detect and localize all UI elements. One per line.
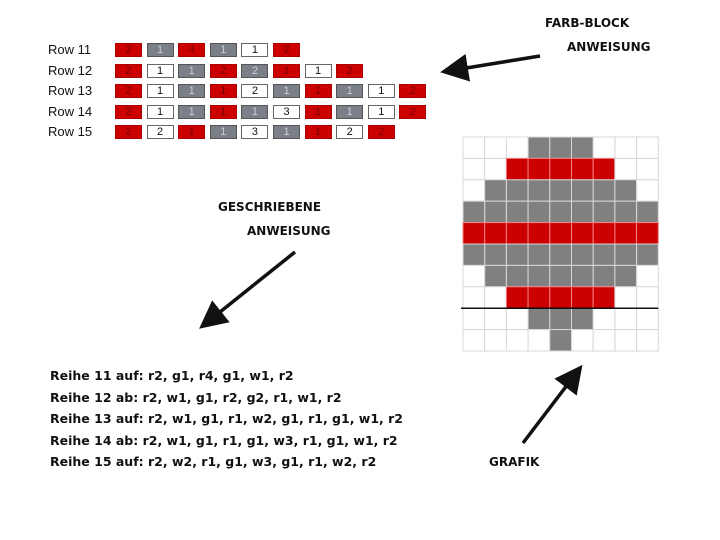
color-block: 2 — [399, 84, 427, 98]
color-block: 1 — [146, 63, 174, 78]
color-block: 1 — [146, 43, 174, 57]
color-block: 2 — [115, 43, 142, 57]
row-label: Row 14 — [48, 103, 93, 119]
instruction-line: Reihe 14 ab: r2, w1, g1, r1, g1, w3, r1,… — [50, 432, 398, 448]
color-block: 2 — [336, 125, 364, 139]
color-block: 1 — [304, 104, 332, 119]
color-block: 1 — [146, 104, 174, 119]
color-block: 1 — [209, 125, 237, 139]
instruction-line: Reihe 15 auf: r2, w2, r1, g1, w3, g1, r1… — [50, 454, 377, 469]
written-title-line2: ANWEISUNG — [247, 224, 331, 238]
color-block: 1 — [304, 84, 332, 98]
color-block: 2 — [115, 125, 142, 139]
color-block: 2 — [115, 63, 142, 78]
color-block: 1 — [178, 84, 206, 98]
color-block: 1 — [367, 84, 395, 98]
color-block: 1 — [178, 125, 206, 139]
chart-label: GRAFIK — [489, 455, 540, 469]
color-block: 2 — [241, 84, 269, 98]
arrow-to-chart — [521, 364, 583, 445]
color-block: 1 — [241, 43, 269, 57]
color-block: 1 — [304, 125, 332, 139]
row-label: Row 11 — [48, 42, 92, 57]
color-block-title-line2: ANWEISUNG — [567, 40, 651, 54]
color-block: 2 — [367, 125, 395, 139]
chart-cell — [636, 329, 659, 352]
row-label: Row 12 — [48, 62, 93, 78]
color-block: 2 — [241, 63, 269, 78]
instruction-line: Reihe 12 ab: r2, w1, g1, r2, g2, r1, w1,… — [50, 389, 342, 405]
color-block: 1 — [273, 63, 300, 78]
color-block: 1 — [304, 63, 332, 78]
instruction-line: Reihe 11 auf: r2, g1, r4, g1, w1, r2 — [50, 368, 294, 383]
color-block: 2 — [273, 43, 300, 57]
row-label: Row 13 — [48, 83, 93, 98]
color-block: 1 — [336, 84, 364, 98]
color-block: 1 — [209, 43, 237, 57]
color-block: 2 — [399, 104, 427, 119]
instruction-line: Reihe 13 auf: r2, w1, g1, r1, w2, g1, r1… — [50, 411, 404, 426]
color-block: 2 — [209, 63, 237, 78]
color-block: 2 — [115, 84, 142, 98]
color-block: 1 — [209, 104, 237, 119]
color-block: 2 — [146, 125, 174, 139]
color-block: 1 — [367, 104, 395, 119]
arrow-to-written — [199, 250, 297, 329]
arrow-to-color-block — [440, 53, 541, 82]
color-block: 1 — [209, 84, 237, 98]
color-block: 1 — [241, 104, 269, 119]
row-label: Row 15 — [48, 124, 93, 139]
color-block: 2 — [115, 104, 142, 119]
written-title-line1: GESCHRIEBENE — [218, 200, 322, 214]
color-block: 1 — [146, 84, 174, 98]
color-block: 1 — [178, 63, 206, 78]
color-block: 1 — [273, 125, 300, 139]
color-block: 1 — [336, 104, 364, 119]
color-block: 3 — [241, 125, 269, 139]
color-block: 1 — [178, 104, 206, 119]
color-block: 3 — [273, 104, 300, 119]
color-block: 2 — [336, 63, 364, 78]
color-block: 1 — [273, 84, 300, 98]
color-block-title-line1: FARB-BLOCK — [545, 16, 630, 30]
color-block: 4 — [178, 43, 206, 57]
